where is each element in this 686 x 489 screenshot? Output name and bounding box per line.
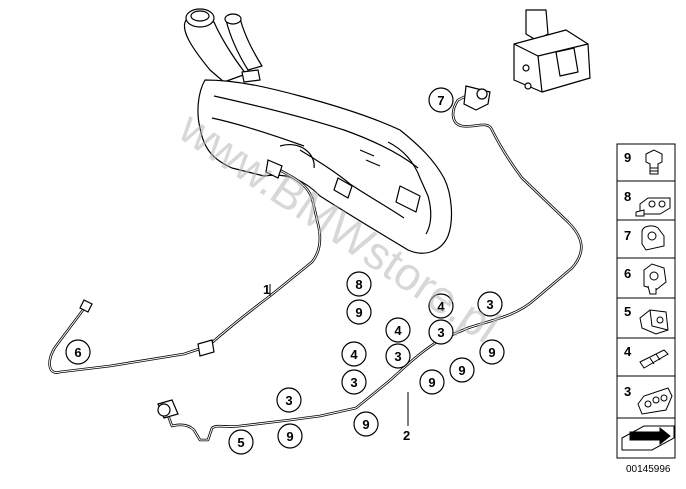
callout-3[interactable]: 3 (276, 387, 302, 413)
callout-number: 6 (74, 345, 81, 360)
callout-3[interactable]: 3 (341, 369, 367, 395)
callout-5[interactable]: 5 (228, 429, 254, 455)
multi-clip-icon (637, 387, 673, 415)
callout-number: 9 (362, 417, 369, 432)
parts-legend: 9 8 7 (616, 143, 676, 459)
callout-number: 4 (437, 299, 445, 314)
document-number: 00145996 (626, 464, 671, 475)
callout-number: 3 (350, 375, 357, 390)
legend-number: 3 (624, 384, 631, 399)
callout-3[interactable]: 3 (428, 319, 454, 345)
callout-number: 9 (458, 363, 465, 378)
callout-7-top[interactable]: 7 (428, 87, 454, 113)
callout-4[interactable]: 4 (428, 293, 454, 319)
legend-number: 5 (624, 304, 631, 319)
fuel-pipes (48, 92, 583, 442)
callout-3[interactable]: 3 (385, 343, 411, 369)
callout-9[interactable]: 9 (346, 299, 372, 325)
callout-number: 9 (286, 429, 293, 444)
callout-4[interactable]: 4 (385, 317, 411, 343)
flat-clip-icon (639, 349, 669, 369)
legend-row-9[interactable]: 9 (624, 149, 663, 175)
legend-number: 7 (624, 228, 631, 243)
callout-4[interactable]: 4 (341, 341, 367, 367)
fuel-tank (183, 8, 453, 254)
callout-number: 9 (488, 345, 495, 360)
legend-row-4[interactable]: 4 (624, 344, 669, 369)
callout-number: 9 (428, 375, 435, 390)
leader-lines (269, 284, 409, 426)
callout-9[interactable]: 9 (277, 423, 303, 449)
bracket-clip-icon (639, 309, 669, 335)
callout-9[interactable]: 9 (479, 339, 505, 365)
legend-number: 9 (624, 150, 631, 165)
callout-number: 3 (285, 393, 292, 408)
callout-3[interactable]: 3 (477, 291, 503, 317)
callout-number: 4 (350, 347, 358, 362)
pipe-2-label: 2 (403, 428, 410, 443)
legend-row-arrow (621, 425, 675, 451)
legend-number: 8 (624, 189, 631, 204)
legend-row-6[interactable]: 6 (624, 263, 667, 295)
double-clip-icon (635, 197, 671, 217)
callout-9[interactable]: 9 (449, 357, 475, 383)
callout-number: 3 (394, 349, 401, 364)
grommet-clip-icon (643, 263, 667, 295)
callout-9[interactable]: 9 (419, 369, 445, 395)
callout-6[interactable]: 6 (65, 339, 91, 365)
callout-number: 3 (437, 325, 444, 340)
callout-9[interactable]: 9 (353, 411, 379, 437)
legend-row-3[interactable]: 3 (624, 384, 673, 415)
callout-number: 4 (394, 323, 402, 338)
legend-row-8[interactable]: 8 (624, 189, 671, 217)
bolt-icon (645, 149, 663, 175)
carbon-canister (513, 9, 591, 93)
legend-row-7[interactable]: 7 (624, 225, 665, 251)
callout-number: 7 (437, 93, 444, 108)
pipe-1-label: 1 (263, 282, 270, 297)
pipe-connectors (79, 85, 491, 419)
callout-number: 9 (355, 305, 362, 320)
callout-number: 5 (237, 435, 244, 450)
single-clip-icon (641, 225, 665, 251)
callout-number: 3 (486, 297, 493, 312)
callout-number: 8 (355, 277, 362, 292)
legend-row-5[interactable]: 5 (624, 304, 669, 335)
legend-number: 6 (624, 266, 631, 281)
callout-8[interactable]: 8 (346, 271, 372, 297)
legend-number: 4 (624, 344, 632, 359)
arrow-icon (621, 425, 675, 451)
